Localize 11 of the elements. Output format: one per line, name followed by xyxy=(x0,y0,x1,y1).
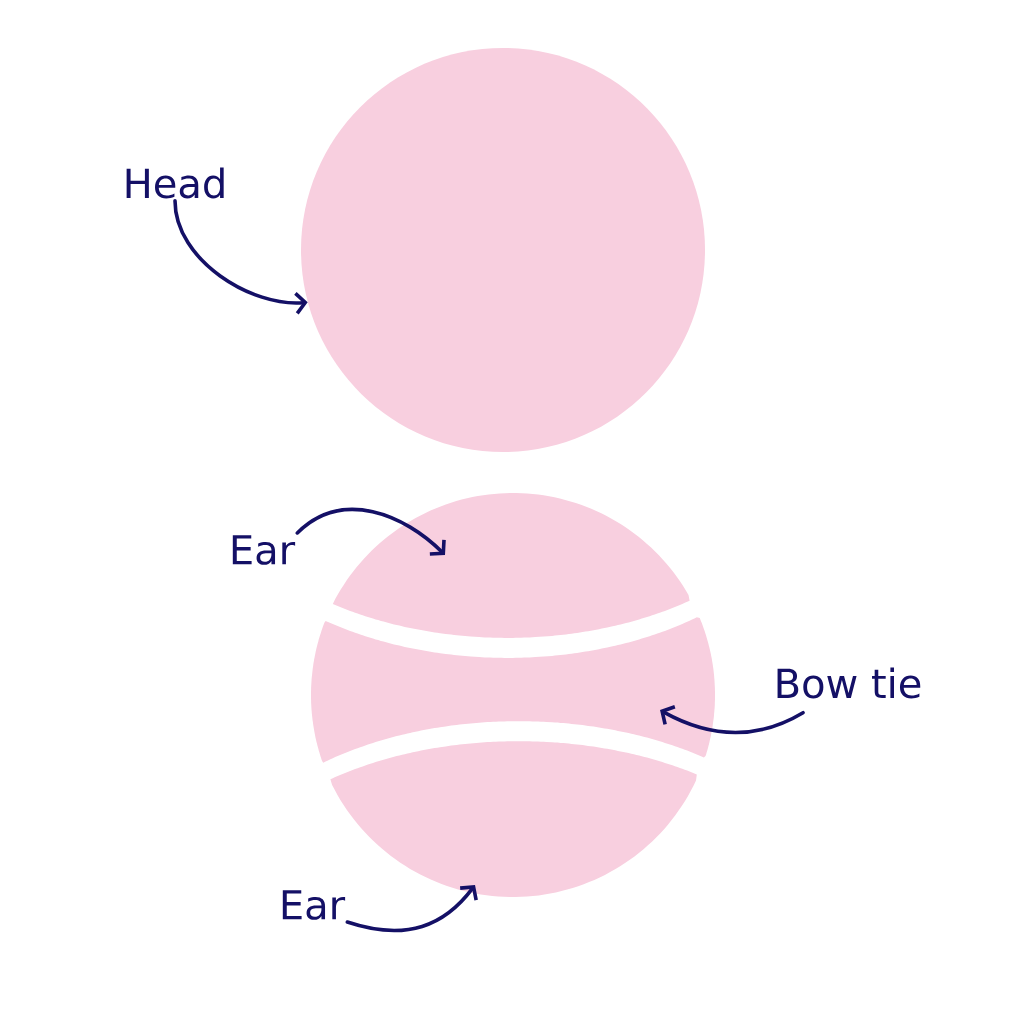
ear-segment xyxy=(332,493,690,638)
callout-label: Head xyxy=(126,167,224,199)
arrow xyxy=(295,507,446,556)
arrow xyxy=(173,198,308,315)
callout-label: Bow tie xyxy=(777,667,921,699)
bow-tie-band xyxy=(311,617,715,763)
arrow xyxy=(345,885,478,933)
arrow xyxy=(660,705,805,735)
callout-label: Ear xyxy=(282,890,346,920)
callout-label: Ear xyxy=(232,535,296,565)
head-circle xyxy=(301,48,705,452)
